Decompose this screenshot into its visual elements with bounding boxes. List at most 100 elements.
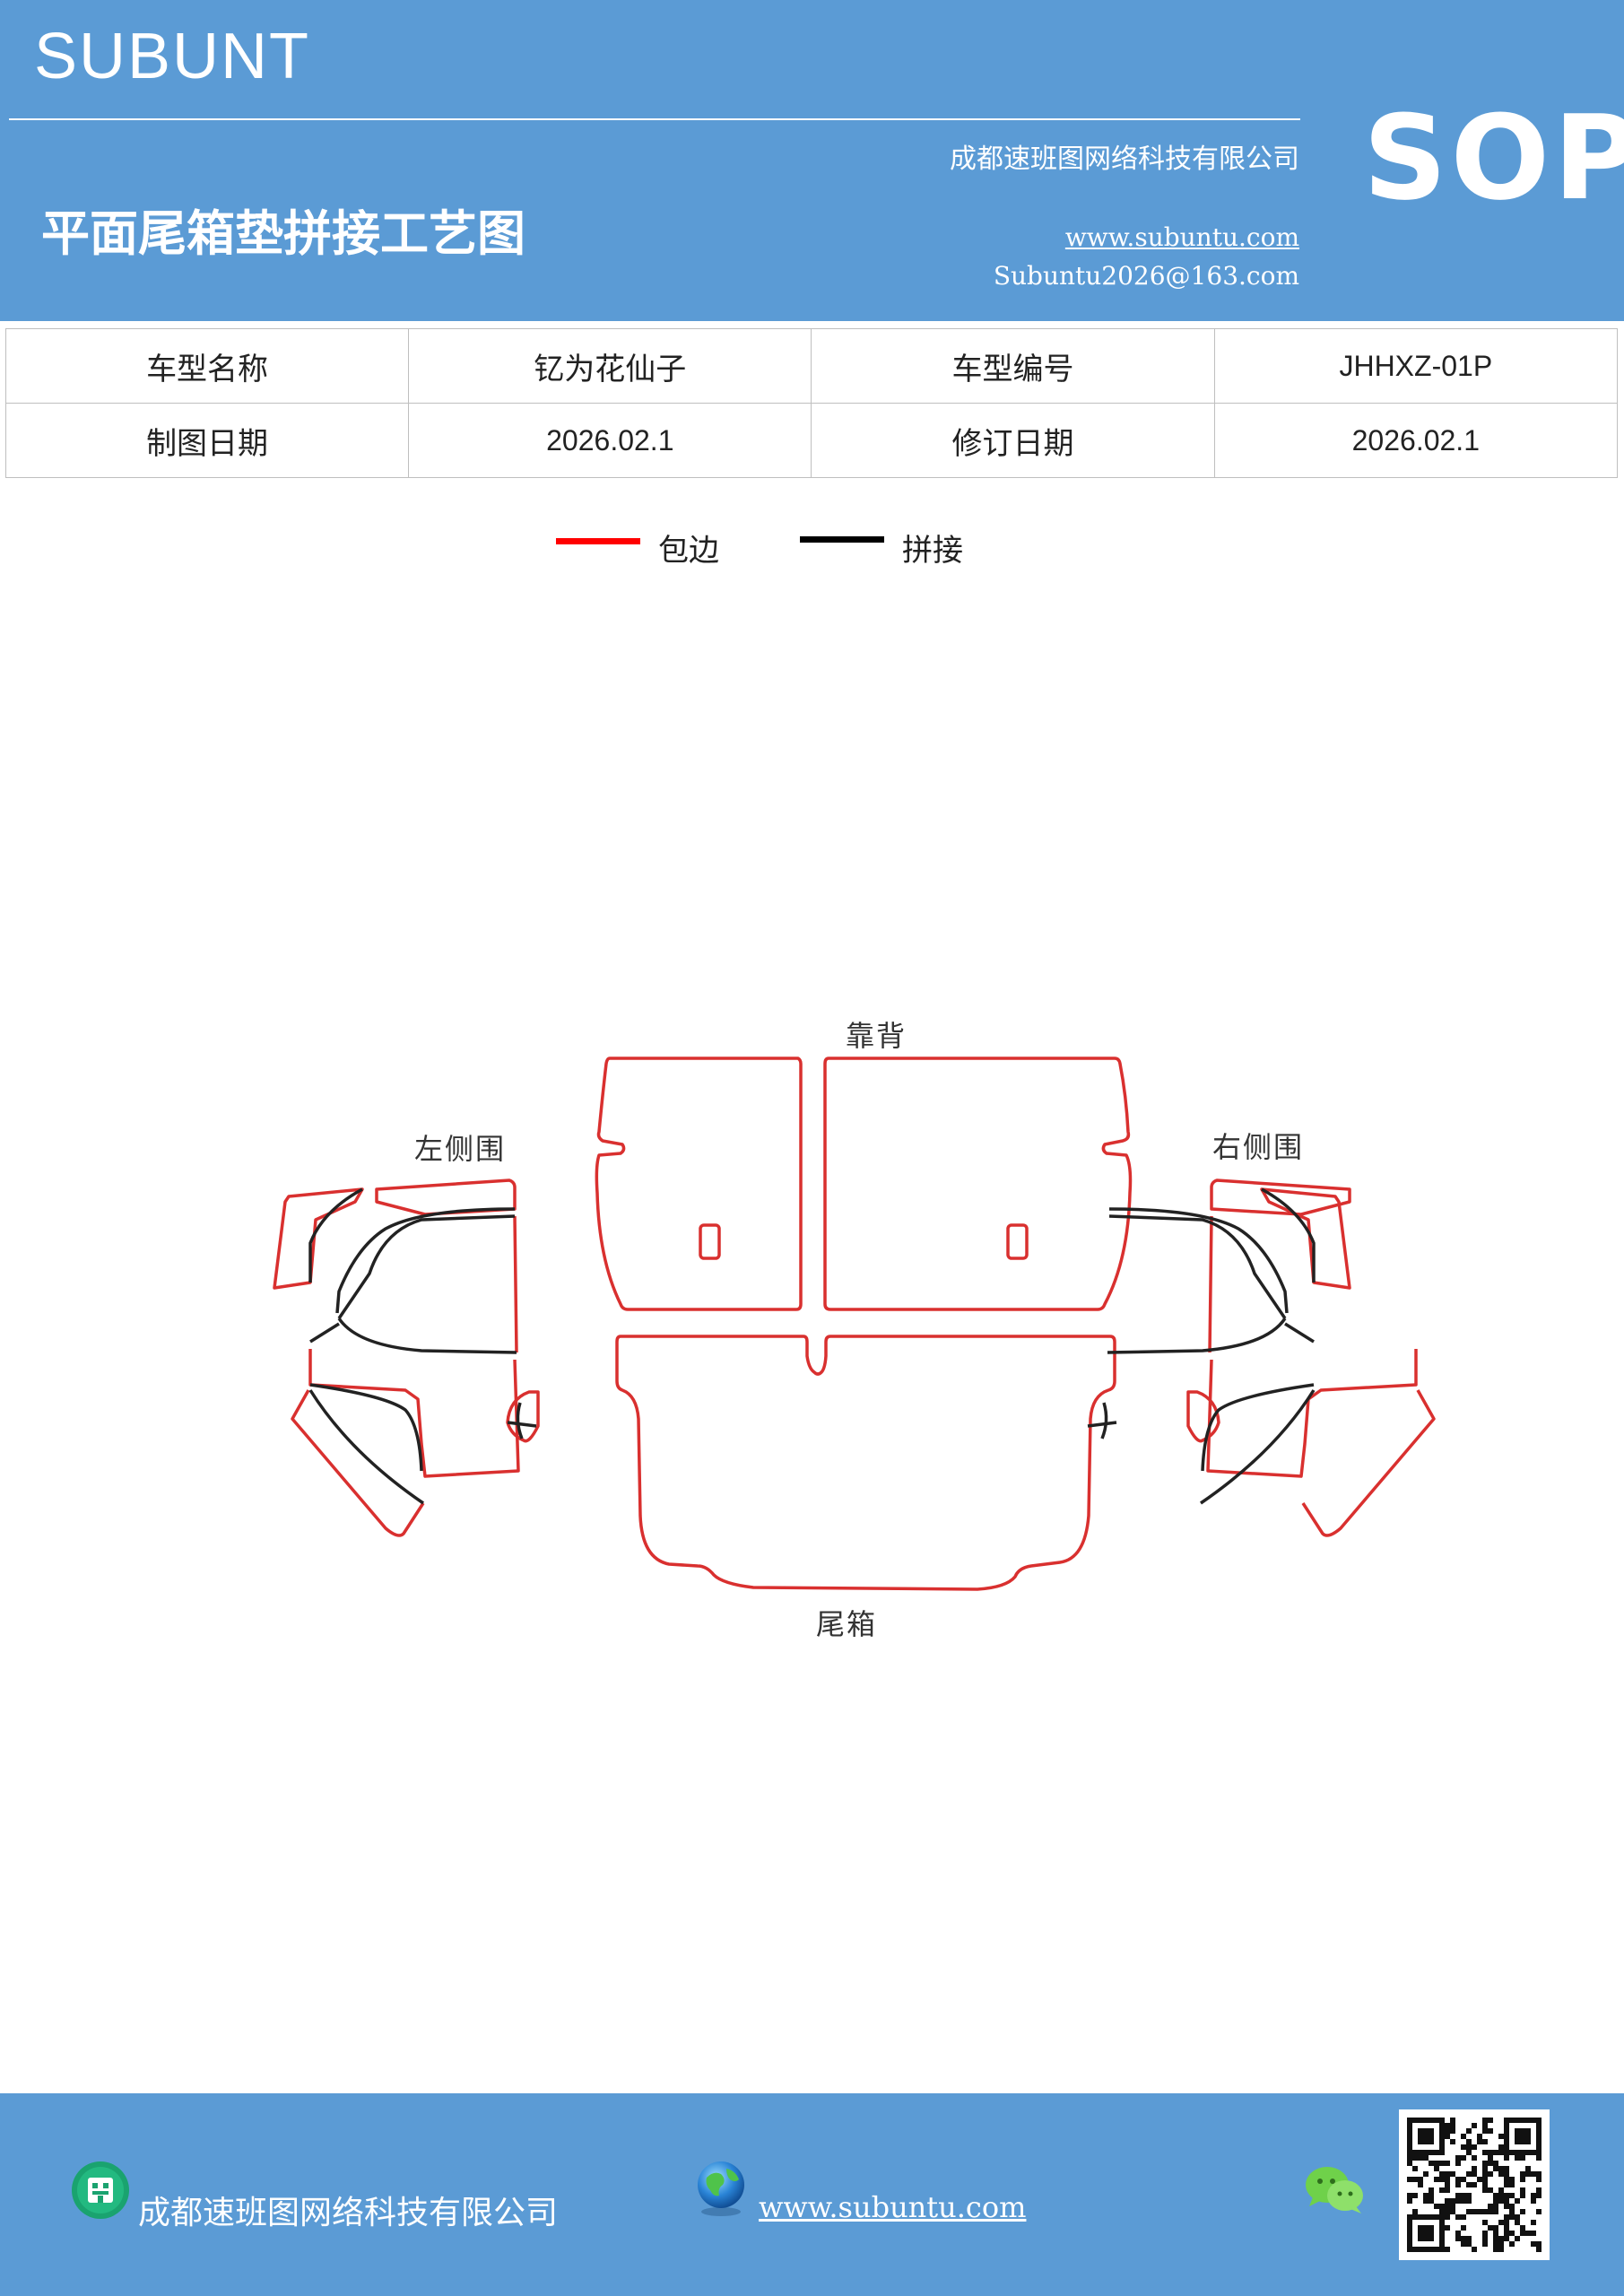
qr-module [1520, 2118, 1525, 2123]
qr-module [1525, 2150, 1531, 2155]
qr-module [1482, 2166, 1488, 2171]
company-name: 成都速班图网络科技有限公司 [950, 144, 1299, 175]
qr-module [1423, 2171, 1429, 2177]
qr-module [1493, 2236, 1498, 2241]
qr-module [1472, 2247, 1477, 2252]
qr-module [1531, 2193, 1536, 2198]
qr-module [1450, 2204, 1455, 2209]
qr-module [1482, 2187, 1488, 2193]
trunk-panel [615, 1335, 1116, 1591]
label-left-side: 左侧围 [414, 1132, 507, 1166]
qr-module [1439, 2225, 1445, 2231]
right-side-seam [1108, 1214, 1287, 1319]
qr-module [1482, 2209, 1488, 2214]
qr-module [1412, 2177, 1418, 2182]
qr-module [1525, 2166, 1531, 2171]
qr-module [1407, 2231, 1412, 2236]
qr-code-icon[interactable] [1399, 2109, 1550, 2260]
qr-module [1434, 2118, 1439, 2123]
qr-module [1472, 2171, 1477, 2177]
qr-module [1445, 2182, 1450, 2187]
left-side-seam [507, 1402, 537, 1439]
qr-module [1536, 2139, 1541, 2144]
qr-module [1466, 2150, 1472, 2155]
table-cell: 2026.02.1 [1213, 403, 1619, 478]
qr-module [1461, 2236, 1466, 2241]
qr-module [1488, 2225, 1493, 2231]
qr-module [1407, 2214, 1412, 2220]
qr-module [1407, 2144, 1412, 2150]
qr-module [1418, 2182, 1423, 2187]
qr-module [1423, 2139, 1429, 2144]
qr-module [1466, 2139, 1472, 2144]
qr-module [1525, 2134, 1531, 2139]
qr-module [1509, 2118, 1515, 2123]
qr-module [1466, 2144, 1472, 2150]
qr-module [1498, 2166, 1504, 2171]
qr-module [1466, 2128, 1472, 2134]
sop-mark: SOP [1363, 90, 1624, 226]
qr-module [1488, 2128, 1493, 2134]
qr-module [1504, 2139, 1509, 2144]
qr-module [1445, 2123, 1450, 2128]
qr-module [1498, 2247, 1504, 2252]
table-row: 制图日期 2026.02.1 修订日期 2026.02.1 [4, 403, 1619, 478]
left-side-seam [335, 1207, 516, 1314]
qr-module [1445, 2128, 1450, 2134]
left-side-seam [337, 1317, 517, 1354]
qr-module [1434, 2161, 1439, 2166]
qr-module [1520, 2134, 1525, 2139]
qr-module [1439, 2187, 1445, 2193]
qr-module [1423, 2214, 1429, 2220]
left-side-seam [308, 1389, 424, 1505]
qr-module [1520, 2177, 1525, 2182]
qr-module [1536, 2150, 1541, 2155]
qr-module [1482, 2128, 1488, 2134]
qr-module [1466, 2209, 1472, 2214]
qr-module [1504, 2123, 1509, 2128]
qr-module [1477, 2134, 1482, 2139]
qr-module [1439, 2214, 1445, 2220]
right-side-seam [1284, 1322, 1315, 1344]
qr-module [1488, 2161, 1493, 2166]
qr-module [1536, 2123, 1541, 2128]
qr-module [1482, 2171, 1488, 2177]
website-link[interactable]: www.subuntu.com [1064, 222, 1299, 252]
qr-module [1450, 2198, 1455, 2204]
qr-module [1504, 2128, 1509, 2134]
qr-module [1407, 2128, 1412, 2134]
footer-website-link[interactable]: www.subuntu.com [759, 2190, 1027, 2224]
qr-module [1439, 2220, 1445, 2225]
qr-module [1434, 2166, 1439, 2171]
qr-module [1450, 2128, 1455, 2134]
wechat-icon[interactable] [1304, 2163, 1367, 2217]
qr-module [1498, 2171, 1504, 2177]
backrest-slot-left [699, 1223, 721, 1260]
qr-module [1418, 2139, 1423, 2144]
qr-module [1423, 2150, 1429, 2155]
qr-module [1429, 2161, 1434, 2166]
right-side-seam [1261, 1187, 1316, 1283]
table-cell: 车型编号 [811, 328, 1215, 404]
qr-module [1536, 2241, 1541, 2247]
qr-module [1488, 2187, 1493, 2193]
qr-module [1407, 2177, 1412, 2182]
qr-module [1429, 2139, 1434, 2144]
qr-module [1493, 2166, 1498, 2171]
qr-module [1509, 2177, 1515, 2182]
qr-module [1482, 2177, 1488, 2182]
qr-module [1488, 2118, 1493, 2123]
qr-module [1429, 2225, 1434, 2231]
qr-module [1445, 2247, 1450, 2252]
qr-module [1445, 2204, 1450, 2209]
qr-module [1461, 2214, 1466, 2220]
qr-module [1488, 2204, 1493, 2209]
qr-module [1482, 2231, 1488, 2236]
qr-module [1482, 2123, 1488, 2128]
qr-module [1504, 2204, 1509, 2209]
qr-module [1418, 2225, 1423, 2231]
qr-module [1488, 2171, 1493, 2177]
qr-module [1536, 2128, 1541, 2134]
qr-module [1439, 2177, 1445, 2182]
qr-module [1412, 2155, 1418, 2161]
